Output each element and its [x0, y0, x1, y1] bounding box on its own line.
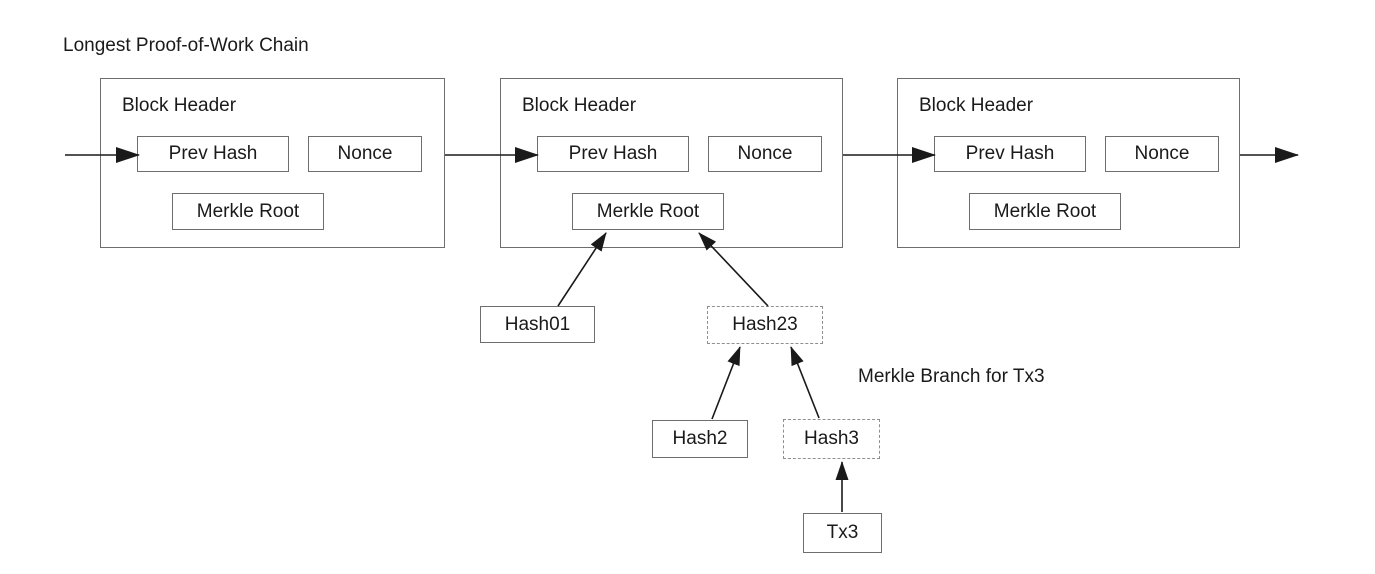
diagram-title: Longest Proof-of-Work Chain — [63, 35, 309, 56]
hash01-box: Hash01 — [480, 306, 595, 343]
nonce-box: Nonce — [1105, 136, 1219, 172]
arrow-hash2-to-hash23 — [711, 346, 741, 420]
hash3-box: Hash3 — [783, 419, 880, 459]
merkle-root-box: Merkle Root — [572, 193, 724, 230]
nonce-box: Nonce — [308, 136, 422, 172]
block-title: Block Header — [122, 95, 237, 116]
merkle-root-box: Merkle Root — [969, 193, 1121, 230]
block-title: Block Header — [522, 95, 637, 116]
hash23-box: Hash23 — [707, 306, 823, 344]
prev-hash-box: Prev Hash — [137, 136, 289, 172]
block-title: Block Header — [919, 95, 1034, 116]
block-header-1: Block Header Prev Hash Nonce Merkle Root — [100, 78, 445, 248]
prev-hash-box: Prev Hash — [537, 136, 689, 172]
tx3-box: Tx3 — [803, 513, 882, 553]
arrow-hash3-to-hash23 — [790, 346, 820, 419]
nonce-box: Nonce — [708, 136, 822, 172]
block-header-3: Block Header Prev Hash Nonce Merkle Root — [897, 78, 1240, 248]
merkle-branch-label: Merkle Branch for Tx3 — [858, 366, 1045, 387]
hash2-box: Hash2 — [652, 420, 748, 458]
block-header-2: Block Header Prev Hash Nonce Merkle Root — [500, 78, 843, 248]
merkle-root-box: Merkle Root — [172, 193, 324, 230]
prev-hash-box: Prev Hash — [934, 136, 1086, 172]
